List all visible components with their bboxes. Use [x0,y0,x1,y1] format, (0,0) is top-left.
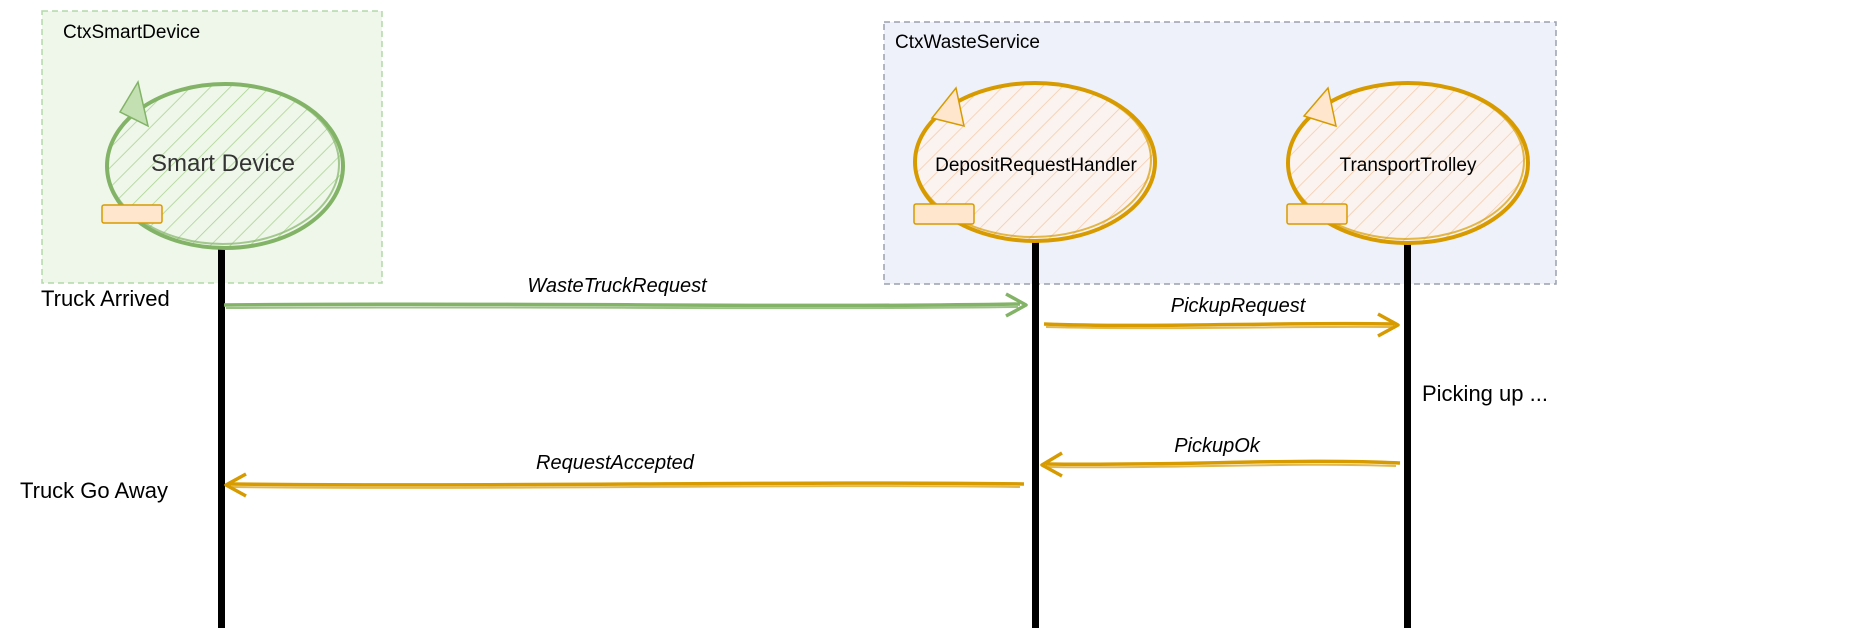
actor-deposit-request-handler[interactable]: DepositRequestHandler [913,81,1157,243]
lifeline-transport-trolley [1404,240,1411,628]
note-truck-arrived: Truck Arrived [41,286,170,311]
actor-direction-icon [1302,86,1337,128]
actor-port [101,204,163,224]
actor-transport-trolley[interactable]: TransportTrolley [1286,81,1530,245]
message-label: PickupRequest [1171,295,1307,317]
actor-direction-icon [930,86,965,128]
context-label: CtxWasteService [895,32,1040,53]
lifeline-deposit-request-handler [1032,238,1039,628]
lifeline-smart-device [218,248,225,628]
message-label: PickupOk [1174,435,1261,457]
actor-label: TransportTrolley [1340,155,1477,176]
note-truck-go-away: Truck Go Away [20,478,168,503]
actor-port [913,203,975,225]
message-label: WasteTruckRequest [527,275,708,297]
message-waste-truck-request[interactable]: WasteTruckRequest [223,275,1028,318]
actor-smart-device[interactable]: Smart Device [101,80,345,250]
actor-port [1286,203,1348,225]
message-request-accepted[interactable]: RequestAccepted [224,452,1025,498]
message-pickup-ok[interactable]: PickupOk [1040,435,1401,478]
note-picking-up: Picking up ... [1422,381,1548,406]
message-pickup-request[interactable]: PickupRequest [1043,295,1400,338]
actor-label: DepositRequestHandler [935,155,1137,176]
actor-direction-icon [118,80,150,128]
context-label: CtxSmartDevice [63,22,200,43]
actor-label: Smart Device [151,150,295,177]
message-label: RequestAccepted [536,452,695,474]
